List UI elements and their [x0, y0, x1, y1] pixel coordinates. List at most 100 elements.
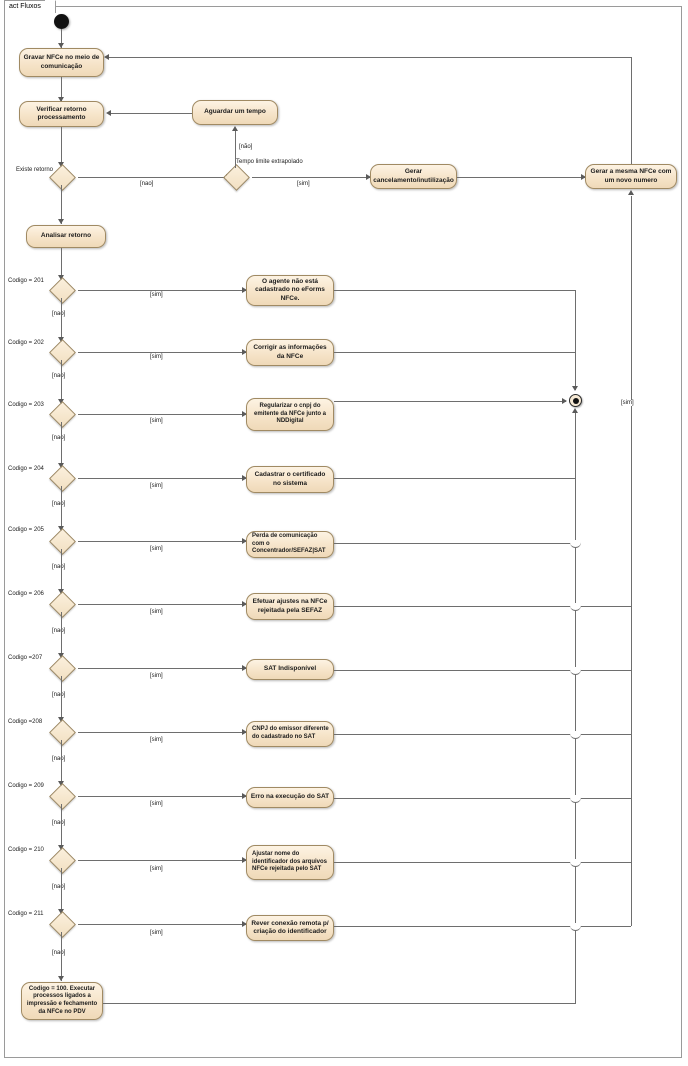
action-gerar-mesma-nfce[interactable]: Gerar a mesma NFCe com um novo numero: [585, 164, 677, 189]
arrowhead-right-210: [242, 857, 247, 863]
final-node: [569, 394, 582, 407]
arrowhead-down-analisar: [58, 219, 64, 224]
guard-208-no: [nao]: [52, 756, 66, 762]
edge-210-yes: [78, 860, 246, 861]
guard-203-yes: [sim]: [150, 418, 163, 424]
guard-tempo-yes: [sim]: [297, 181, 310, 187]
edge-gravar-verificar: [61, 77, 62, 102]
guard-209-yes: [sim]: [150, 801, 163, 807]
decision-label-206: Codigo = 206: [8, 591, 44, 597]
diagram-frame-title: act Fluxos: [4, 0, 56, 14]
arrowhead-right-204: [242, 475, 247, 481]
edge-201-to-rail: [334, 290, 576, 291]
arrowhead-down-initial: [58, 43, 64, 48]
guard-208-yes: [sim]: [150, 737, 163, 743]
edge-d202-d203: [61, 360, 62, 404]
action-gravar-nfce[interactable]: Gravar NFCe no meio de comunicação: [19, 48, 104, 77]
guard-206-yes: [sim]: [150, 609, 163, 615]
action-codigo-211[interactable]: Rever conexão remota p/ criação do ident…: [246, 915, 334, 941]
guard-far-rail-sim: [sim]: [620, 400, 635, 406]
action-codigo-205[interactable]: Perda de comunicação com o Concentrador/…: [246, 531, 334, 558]
edge-202-yes: [78, 352, 246, 353]
edge-analisar-d201: [61, 248, 62, 280]
edge-211-to-far-rail: [334, 926, 631, 927]
edge-d207-d208: [61, 676, 62, 722]
arrowhead-right-209: [242, 793, 247, 799]
edge-gerarmesma-up: [631, 57, 632, 164]
edge-202-to-rail: [334, 352, 576, 353]
decision-label-202: Codigo = 202: [8, 340, 44, 346]
line-hop-205: [570, 540, 581, 548]
guard-207-yes: [sim]: [150, 673, 163, 679]
action-verificar-retorno[interactable]: Verificar retorno processamento: [19, 101, 104, 127]
edge-d206-d207: [61, 612, 62, 658]
decision-label-existe-retorno: Existe retorno: [16, 167, 54, 173]
edge-verificar-decision: [61, 127, 62, 167]
edge-cancel-gerarmesma: [457, 177, 585, 178]
decision-label-tempo-limite: Tempo limite extrapolado: [236, 159, 303, 165]
action-codigo-202[interactable]: Corrigir as informações da NFCe: [246, 339, 334, 366]
action-codigo-206[interactable]: Efetuar ajustes na NFCe rejeitada pela S…: [246, 593, 334, 620]
guard-203-no: [nao]: [52, 435, 66, 441]
action-codigo-210[interactable]: Ajustar nome do identificador dos arquiv…: [246, 845, 334, 880]
arrowhead-right-gerarmesma: [581, 174, 586, 180]
edge-d210-d211: [61, 868, 62, 914]
action-analisar-retorno[interactable]: Analisar retorno: [26, 225, 106, 248]
edge-aguardar-verificar: [111, 113, 192, 114]
action-aguardar-tempo[interactable]: Aguardar um tempo: [192, 100, 278, 125]
decision-label-209: Codigo = 209: [8, 783, 44, 789]
edge-existe-yes-down: [61, 185, 62, 224]
line-hop-206: [570, 603, 581, 611]
guard-existe-no: [nao]: [140, 181, 154, 187]
guard-201-no: [nao]: [52, 311, 66, 317]
line-hop-211: [570, 923, 581, 931]
arrowhead-right-203: [242, 411, 247, 417]
edge-tempo-yes: [252, 177, 370, 178]
arrowhead-right-207: [242, 665, 247, 671]
line-hop-207: [570, 667, 581, 675]
edge-d205-d206: [61, 549, 62, 594]
action-codigo-100[interactable]: Codigo = 100. Executar processos ligados…: [21, 982, 103, 1020]
action-codigo-201[interactable]: O agente não está cadastrado no eForms N…: [246, 275, 334, 306]
action-gerar-cancelamento[interactable]: Gerar cancelamento/inutilização: [370, 164, 457, 189]
far-right-rail: [631, 196, 632, 926]
decision-label-201: Codigo = 201: [8, 278, 44, 284]
arrowhead-right-201: [242, 287, 247, 293]
edge-201-yes: [78, 290, 246, 291]
arrowhead-right-into-final: [562, 398, 567, 404]
edge-existe-no: [78, 177, 230, 178]
edge-208-yes: [78, 732, 246, 733]
decision-label-207: Codigo =207: [8, 655, 43, 661]
arrowhead-right-206: [242, 601, 247, 607]
action-codigo-207[interactable]: SAT Indisponível: [246, 659, 334, 680]
guard-205-no: [nao]: [52, 564, 66, 570]
arrowhead-right-202: [242, 349, 247, 355]
guard-206-no: [nao]: [52, 628, 66, 634]
action-codigo-208[interactable]: CNPJ do emissor diferente do cadastrado …: [246, 721, 334, 747]
arrowhead-down-final-action: [58, 976, 64, 981]
action-codigo-203[interactable]: Regularizar o cnpj do emitente da NFCe j…: [246, 398, 334, 431]
edge-203-to-final: [334, 401, 566, 402]
decision-label-210: Codigo = 210: [8, 847, 44, 853]
guard-204-no: [nao]: [52, 501, 66, 507]
edge-209-yes: [78, 796, 246, 797]
edge-initial-gravar: [61, 29, 62, 48]
arrowhead-up-into-final: [572, 408, 578, 413]
edge-d203-d204: [61, 422, 62, 468]
line-hop-208: [570, 731, 581, 739]
edge-211-yes: [78, 924, 246, 925]
arrowhead-left-aguardar: [106, 110, 111, 116]
edge-209-to-far-rail: [334, 798, 631, 799]
edge-205-to-rail: [334, 543, 576, 544]
decision-label-205: Codigo = 205: [8, 527, 44, 533]
edge-d204-d205: [61, 486, 62, 531]
edge-d211-final-action: [61, 932, 62, 981]
arrowhead-right-208: [242, 729, 247, 735]
guard-207-no: [nao]: [52, 692, 66, 698]
arrowhead-down-gravar: [58, 97, 64, 102]
edge-207-to-far-rail: [334, 670, 631, 671]
action-codigo-204[interactable]: Cadastrar o certificado no sistema: [246, 466, 334, 493]
edge-203-yes: [78, 414, 246, 415]
action-codigo-209[interactable]: Erro na execução do SAT: [246, 787, 334, 808]
